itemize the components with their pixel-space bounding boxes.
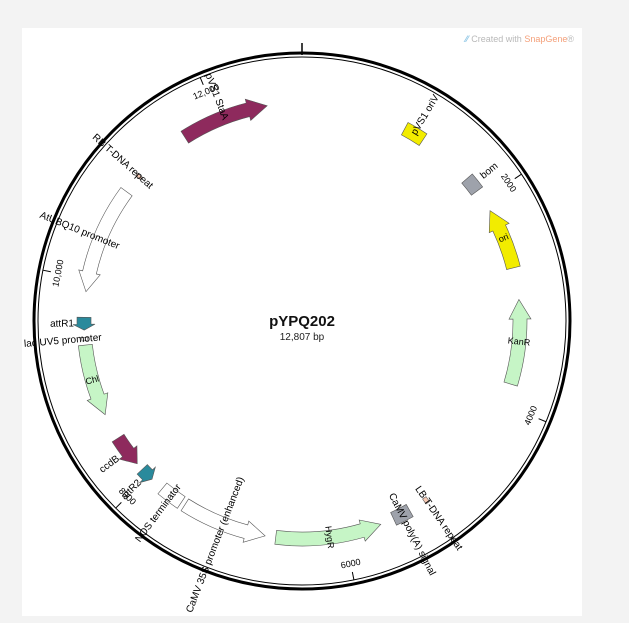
feature-pvs1-stab[interactable]	[180, 98, 268, 144]
tick-mark	[351, 571, 355, 580]
tick-mark	[538, 418, 547, 423]
feature-label-ccdb: ccdB	[97, 453, 122, 475]
feature-chl[interactable]	[78, 343, 109, 416]
feature-bom[interactable]	[461, 173, 484, 196]
feature-hygr[interactable]	[274, 519, 382, 547]
feature-kanr[interactable]	[503, 298, 532, 387]
tick-mark	[115, 502, 122, 509]
feature-rb-tdna[interactable]	[135, 172, 143, 180]
feature-label-pvs1-oriv: pVS1 oriV	[409, 93, 442, 138]
feature-ori[interactable]	[488, 210, 521, 270]
plasmid-name: pYPQ202	[269, 313, 335, 330]
tick-label: 4000	[522, 404, 539, 426]
feature-label-rb-tdna: RB T-DNA repeat	[90, 132, 155, 192]
feature-attr2[interactable]	[136, 464, 156, 484]
tick-mark	[514, 173, 522, 180]
feature-camv-polya[interactable]	[390, 504, 414, 526]
feature-label-ori: ori	[497, 231, 510, 244]
feature-label-camv-35s: CaMV 35S promoter (enhanced)	[184, 476, 246, 615]
feature-pvs1-oriv[interactable]	[401, 122, 428, 146]
tick-label: 6000	[340, 557, 362, 571]
feature-nos-term[interactable]	[157, 482, 186, 509]
feature-lac-uv5[interactable]	[81, 337, 89, 342]
backbone-layer	[32, 43, 572, 591]
feature-label-nos-term: NOS terminator	[133, 482, 184, 545]
tick-mark	[199, 77, 204, 85]
map-panel: ⁄⁄Created with SnapGene®	[22, 28, 582, 616]
plasmid-length: 12,807 bp	[280, 332, 325, 343]
feature-label-kanr: KanR	[507, 335, 531, 347]
feature-label-chl: Chl	[84, 373, 100, 386]
tick-mark	[42, 269, 51, 273]
tick-label: 10,000	[50, 259, 65, 288]
feature-layer	[72, 98, 532, 547]
feature-camv-35s[interactable]	[180, 498, 266, 543]
feature-ccdb[interactable]	[111, 433, 138, 465]
snapgene-watermark: ⁄⁄Created with SnapGene®	[465, 34, 574, 44]
feature-label-bom: bom	[478, 161, 500, 182]
snapgene-logo-icon: ⁄⁄	[465, 34, 469, 44]
backbone-inner	[37, 56, 567, 586]
feature-label-hygr: HygR	[323, 525, 336, 549]
feature-atubq10[interactable]	[78, 187, 133, 293]
feature-attr1[interactable]	[72, 316, 96, 331]
tick-label: 2000	[499, 172, 518, 194]
feature-lb-tdna[interactable]	[422, 496, 430, 505]
feature-label-attr1: attR1	[50, 318, 74, 329]
